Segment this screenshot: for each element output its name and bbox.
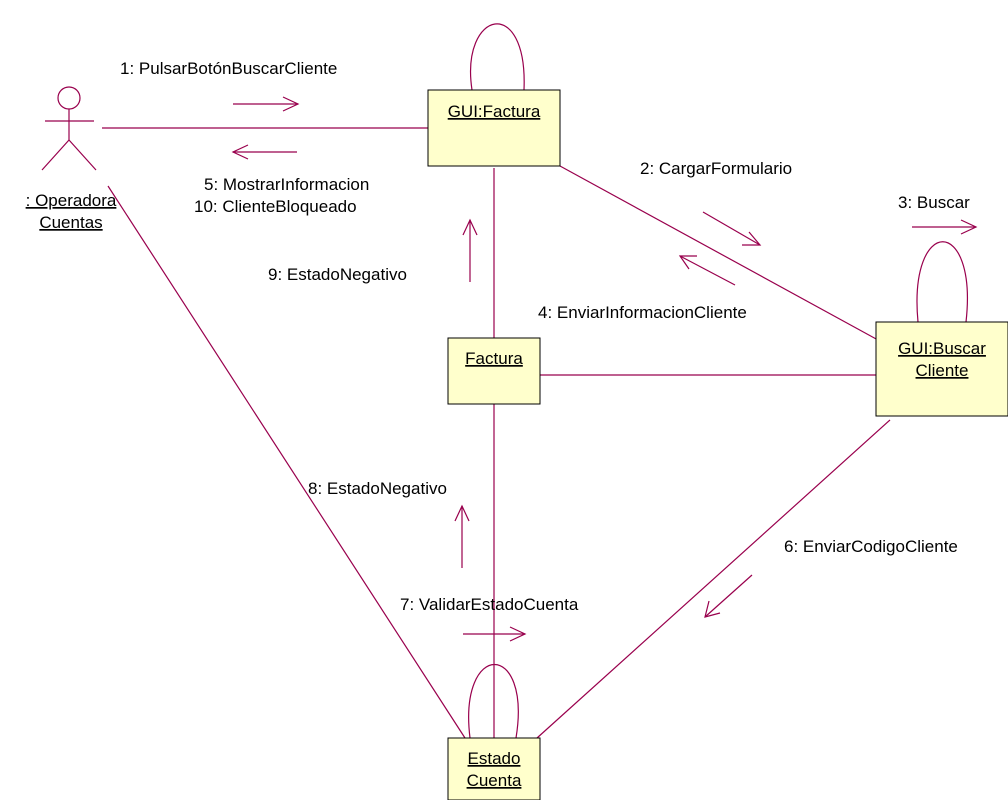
message-4-label: 4: EnviarInformacionCliente bbox=[538, 303, 747, 322]
object-gui-factura[interactable]: GUI:Factura bbox=[427, 89, 561, 167]
message-arrows bbox=[231, 96, 978, 642]
object-label: Factura bbox=[465, 349, 523, 368]
object-box bbox=[875, 321, 1008, 417]
arrow-left-icon bbox=[231, 144, 297, 160]
object-label-line1: Estado bbox=[468, 749, 521, 768]
arrow-up-icon bbox=[462, 218, 478, 282]
self-link-gui-factura bbox=[470, 23, 525, 91]
object-label-line2: Cliente bbox=[916, 361, 969, 380]
arrow-right-icon bbox=[912, 219, 978, 235]
object-label: GUI:Factura bbox=[448, 102, 541, 121]
self-link-gui-buscar bbox=[916, 241, 968, 323]
object-factura[interactable]: Factura bbox=[447, 337, 541, 405]
message-8-label: 8: EstadoNegativo bbox=[308, 479, 447, 498]
message-5-label: 5: MostrarInformacion bbox=[204, 175, 369, 194]
links bbox=[102, 23, 968, 739]
object-box bbox=[447, 737, 541, 800]
link-gui-factura-gui-buscar bbox=[559, 165, 879, 341]
actor-icon bbox=[41, 86, 97, 171]
actor-operadora-cuentas[interactable]: : Operadora Cuentas bbox=[26, 86, 117, 232]
message-3-label: 3: Buscar bbox=[898, 193, 970, 212]
object-box bbox=[427, 89, 561, 167]
object-label-line1: GUI:Buscar bbox=[898, 339, 986, 358]
message-1-label: 1: PulsarBotónBuscarCliente bbox=[120, 59, 337, 78]
link-actor-estado-cuenta bbox=[107, 185, 466, 739]
arrow-down-left-icon bbox=[704, 574, 753, 618]
message-10-label: 10: ClienteBloqueado bbox=[194, 197, 357, 216]
message-7-label: 7: ValidarEstadoCuenta bbox=[400, 595, 579, 614]
message-9-label: 9: EstadoNegativo bbox=[268, 265, 407, 284]
link-gui-buscar-estado-cuenta bbox=[536, 419, 891, 739]
arrow-up-left-icon bbox=[678, 255, 736, 286]
arrow-right-icon bbox=[233, 96, 300, 112]
arrow-right-icon bbox=[463, 626, 527, 642]
message-6-label: 6: EnviarCodigoCliente bbox=[784, 537, 958, 556]
arrow-up-icon bbox=[454, 504, 470, 568]
message-labels: 1: PulsarBotónBuscarCliente 2: CargarFor… bbox=[120, 59, 970, 614]
object-estado-cuenta[interactable]: Estado Cuenta bbox=[447, 737, 541, 800]
message-2-label: 2: CargarFormulario bbox=[640, 159, 792, 178]
self-link-estado-cuenta bbox=[468, 664, 519, 739]
actor-name-line2: Cuentas bbox=[39, 213, 102, 232]
arrow-down-right-icon bbox=[702, 211, 762, 246]
object-box bbox=[447, 337, 541, 405]
object-gui-buscar-cliente[interactable]: GUI:Buscar Cliente bbox=[875, 321, 1008, 417]
actor-name-line1: : Operadora bbox=[26, 191, 117, 210]
object-label-line2: Cuenta bbox=[467, 771, 522, 790]
